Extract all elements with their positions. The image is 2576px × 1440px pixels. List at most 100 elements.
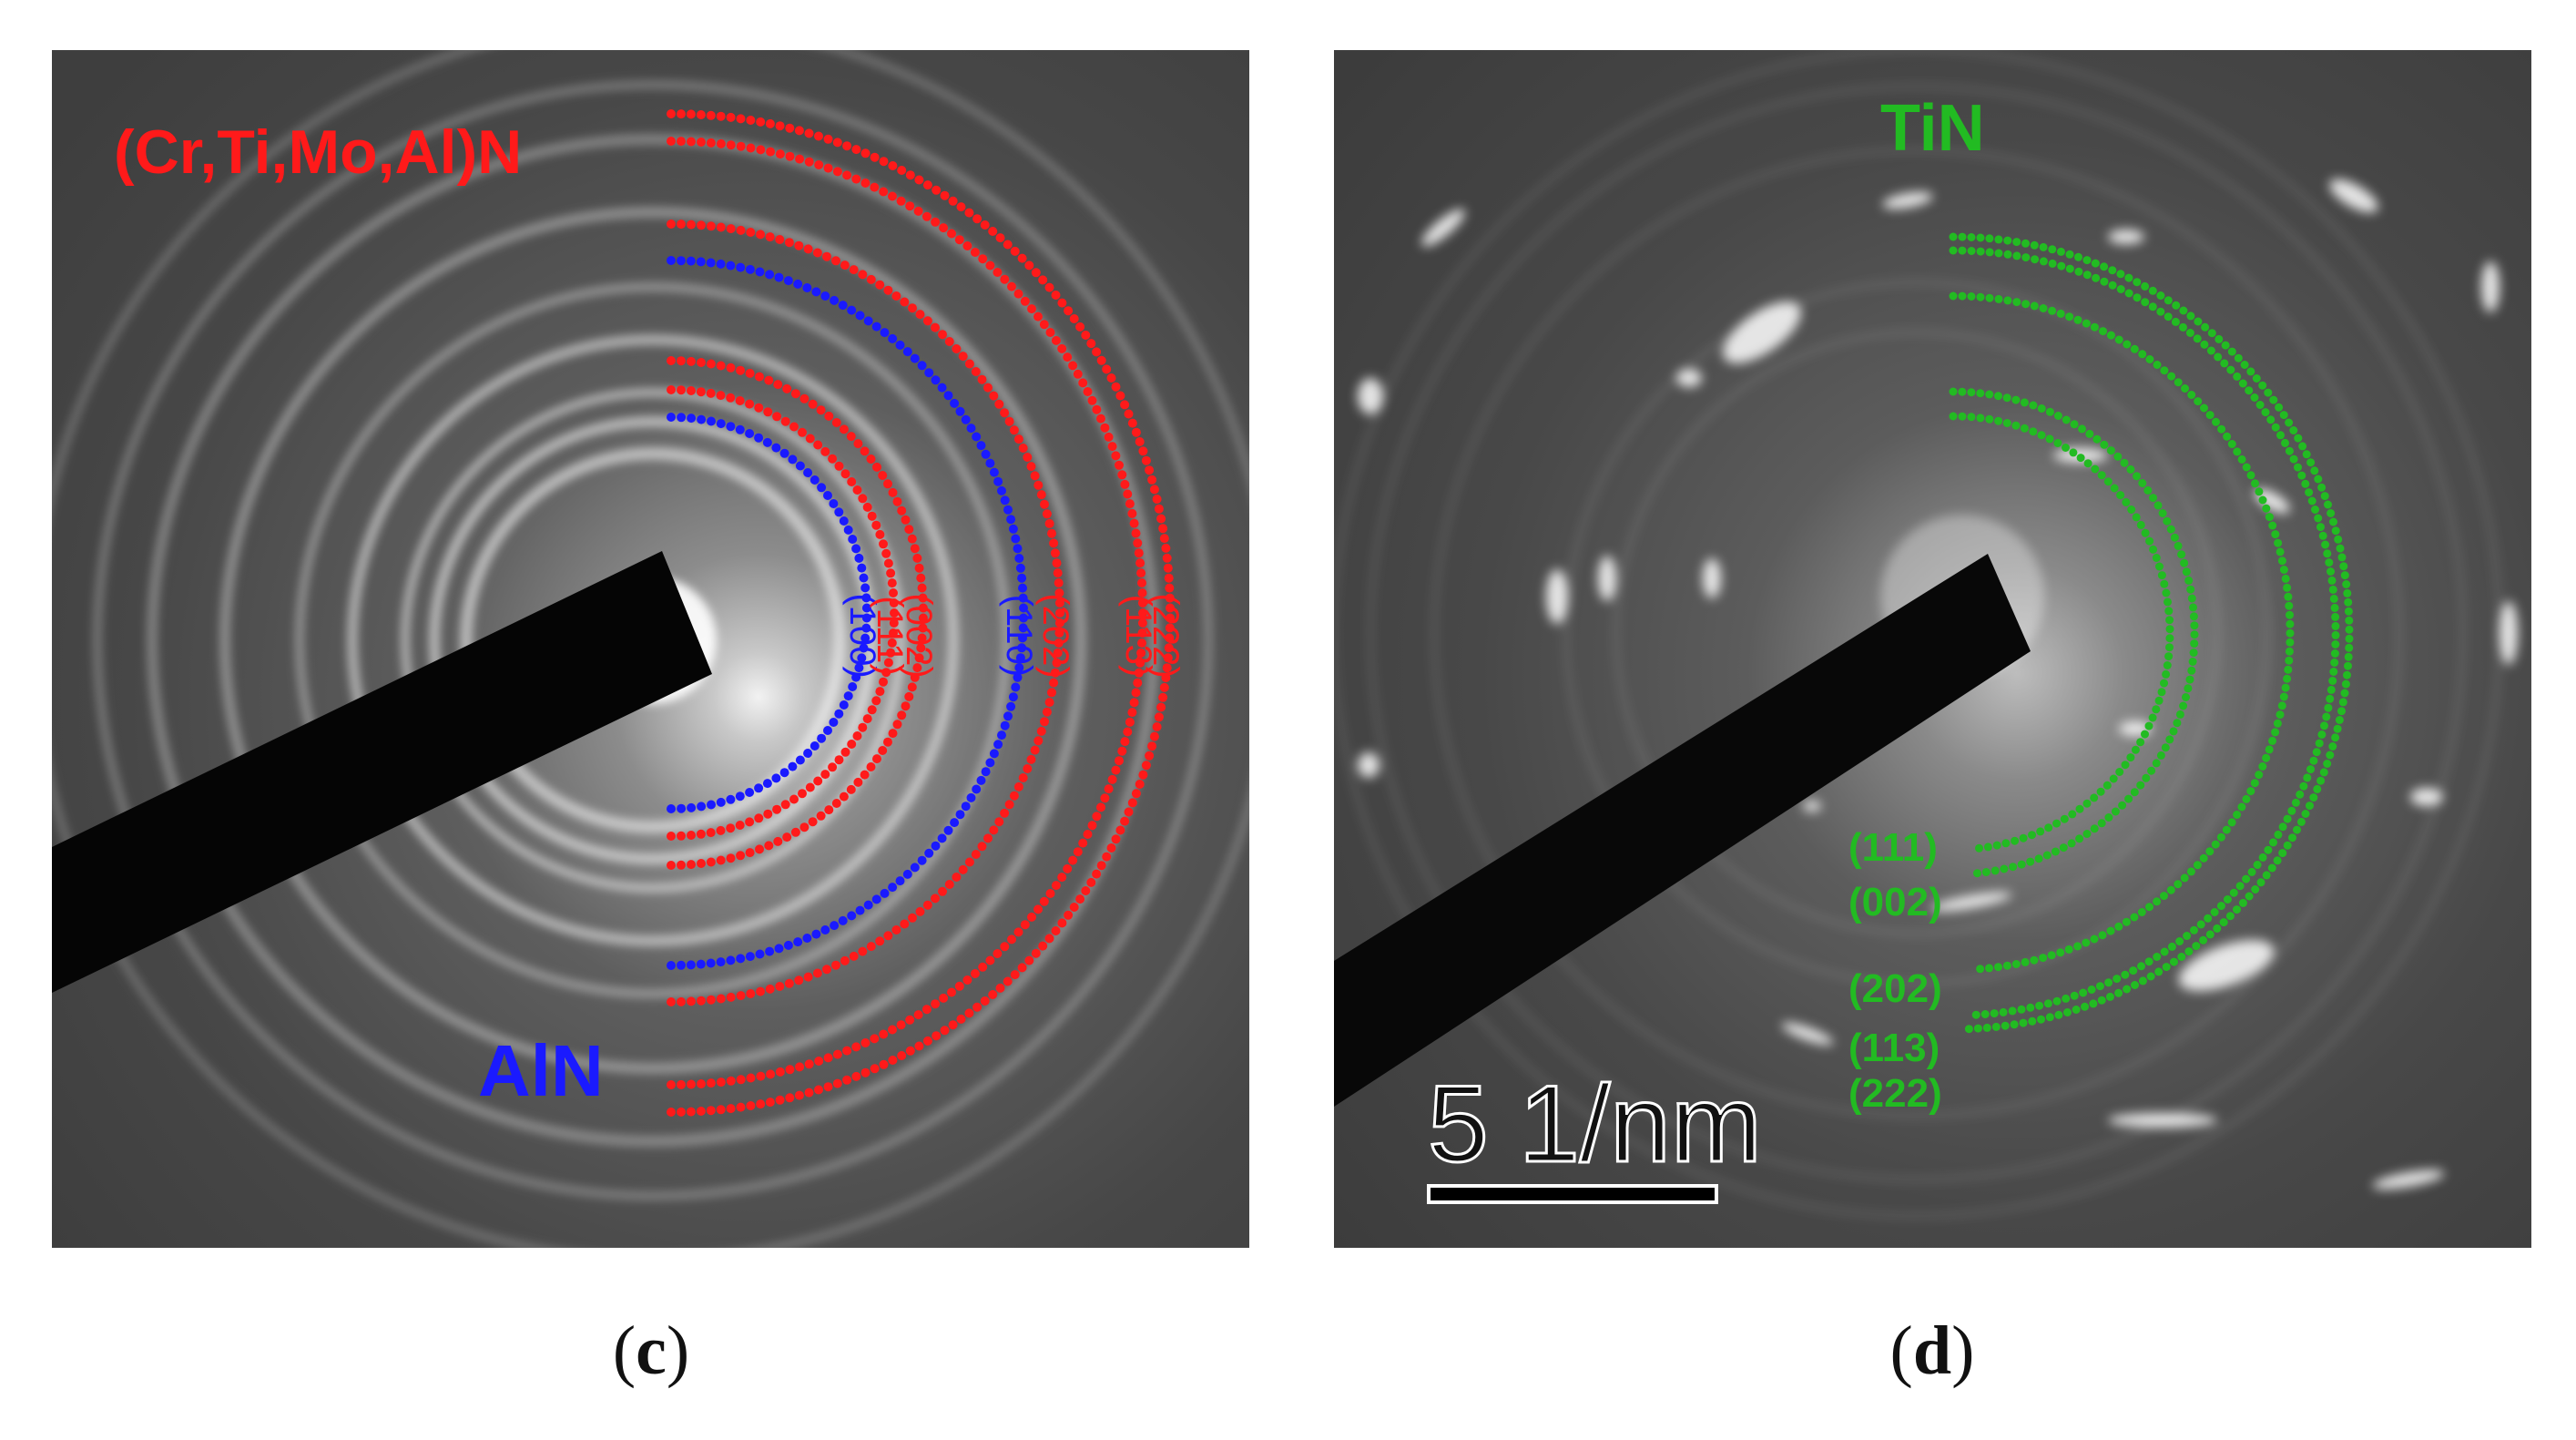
arc-dot (921, 1005, 932, 1015)
arc-dot (755, 372, 764, 382)
arc-dot (785, 1093, 795, 1103)
arc-dot (938, 330, 947, 340)
arc-dot (735, 791, 745, 802)
arc-dot (2229, 888, 2238, 897)
arc-dot (2250, 393, 2259, 402)
arc-dot (900, 297, 910, 307)
arc-dot (2010, 1020, 2019, 1029)
arc-dot (1036, 726, 1046, 736)
arc-dot (2200, 403, 2208, 413)
arc-dot (2126, 465, 2135, 474)
arc-dot (860, 148, 871, 158)
arc-dot (2291, 798, 2300, 807)
arc-dot (2083, 459, 2092, 468)
arc-dot (2262, 871, 2271, 880)
arc-dot (2258, 495, 2267, 505)
arc-dot (775, 121, 785, 131)
arc-dot (2163, 516, 2172, 526)
arc-dot (1040, 717, 1049, 727)
arc-dot (985, 458, 995, 468)
arc-dot (745, 368, 755, 378)
arc-dot (914, 563, 924, 573)
arc-dot (2011, 836, 2020, 845)
arc-dot (677, 1107, 686, 1117)
arc-dot (897, 1051, 907, 1060)
arc-dot (2181, 384, 2189, 393)
arc-dot (2328, 742, 2337, 751)
arc-dot (2089, 999, 2098, 1008)
arc-dot (2194, 317, 2203, 326)
arc-dot (2060, 814, 2069, 823)
arc-dot (897, 506, 907, 516)
arc-dot (2021, 253, 2031, 262)
diffraction-spot (2108, 230, 2144, 244)
arc-dot (667, 109, 676, 118)
arc-dot (2116, 270, 2125, 279)
arc-dot (875, 280, 885, 290)
arc-dot (2155, 562, 2164, 571)
arc-dot (2316, 776, 2326, 785)
arc-dot (861, 603, 871, 613)
arc-dot (890, 608, 899, 618)
arc-dot (677, 137, 686, 147)
arc-dot (1017, 573, 1027, 583)
arc-dot (1131, 528, 1141, 538)
arc-dot (1127, 508, 1137, 518)
arc-dot (1011, 534, 1021, 544)
arc-dot (1092, 404, 1102, 414)
arc-dot (2062, 994, 2071, 1003)
arc-dot (860, 1067, 871, 1077)
arc-dot (716, 1077, 726, 1088)
arc-dot (706, 828, 716, 838)
arc-dot (716, 994, 726, 1004)
arc-dot (2096, 787, 2105, 796)
arc-dot (2192, 942, 2201, 951)
diffraction-spot (2178, 940, 2275, 991)
arc-dot (875, 936, 885, 946)
arc-dot (736, 851, 746, 861)
arc-dot (2039, 304, 2048, 312)
arc-dot (914, 653, 924, 663)
arc-dot (858, 270, 868, 280)
arc-dot (1161, 543, 1171, 553)
arc-dot (1008, 692, 1018, 702)
arc-dot (904, 525, 914, 535)
arc-dot (2141, 298, 2150, 307)
arc-dot (2319, 768, 2328, 777)
arc-dot (1990, 1009, 1999, 1018)
arc-dot (2039, 954, 2048, 963)
arc-dot (1013, 434, 1023, 444)
arc-dot (931, 322, 940, 332)
arc-dot (2160, 679, 2168, 688)
diffuse-ring (219, 207, 1086, 1074)
arc-dot (830, 921, 840, 931)
arc-dot (914, 1041, 924, 1051)
arc-dot (794, 240, 804, 250)
arc-dot (686, 256, 696, 266)
arc-dot (2330, 659, 2339, 667)
arc-dot (849, 265, 859, 275)
arc-dot (860, 770, 870, 780)
arc-dot (2170, 533, 2179, 542)
arc-dot (1975, 843, 1983, 853)
arc-dot (2114, 988, 2123, 997)
arc-dot (1039, 320, 1049, 330)
arc-dot (880, 888, 890, 898)
arc-dot (812, 968, 822, 978)
arc-dot (2002, 419, 2011, 427)
arc-dot (726, 140, 736, 150)
arc-dot (716, 361, 726, 371)
arc-dot (2182, 693, 2190, 701)
arc-dot (2156, 307, 2165, 316)
hkl-label: (002) (1848, 880, 1942, 924)
arc-dot (2329, 517, 2337, 526)
arc-dot (2133, 278, 2142, 287)
arc-dot (746, 1073, 756, 1083)
arc-dot (838, 301, 848, 311)
arc-dot (790, 827, 800, 837)
arc-dot (937, 383, 947, 393)
arc-dot (828, 762, 838, 772)
arc-dot (886, 648, 896, 658)
arc-dot (918, 603, 928, 613)
arc-dot (931, 999, 941, 1009)
